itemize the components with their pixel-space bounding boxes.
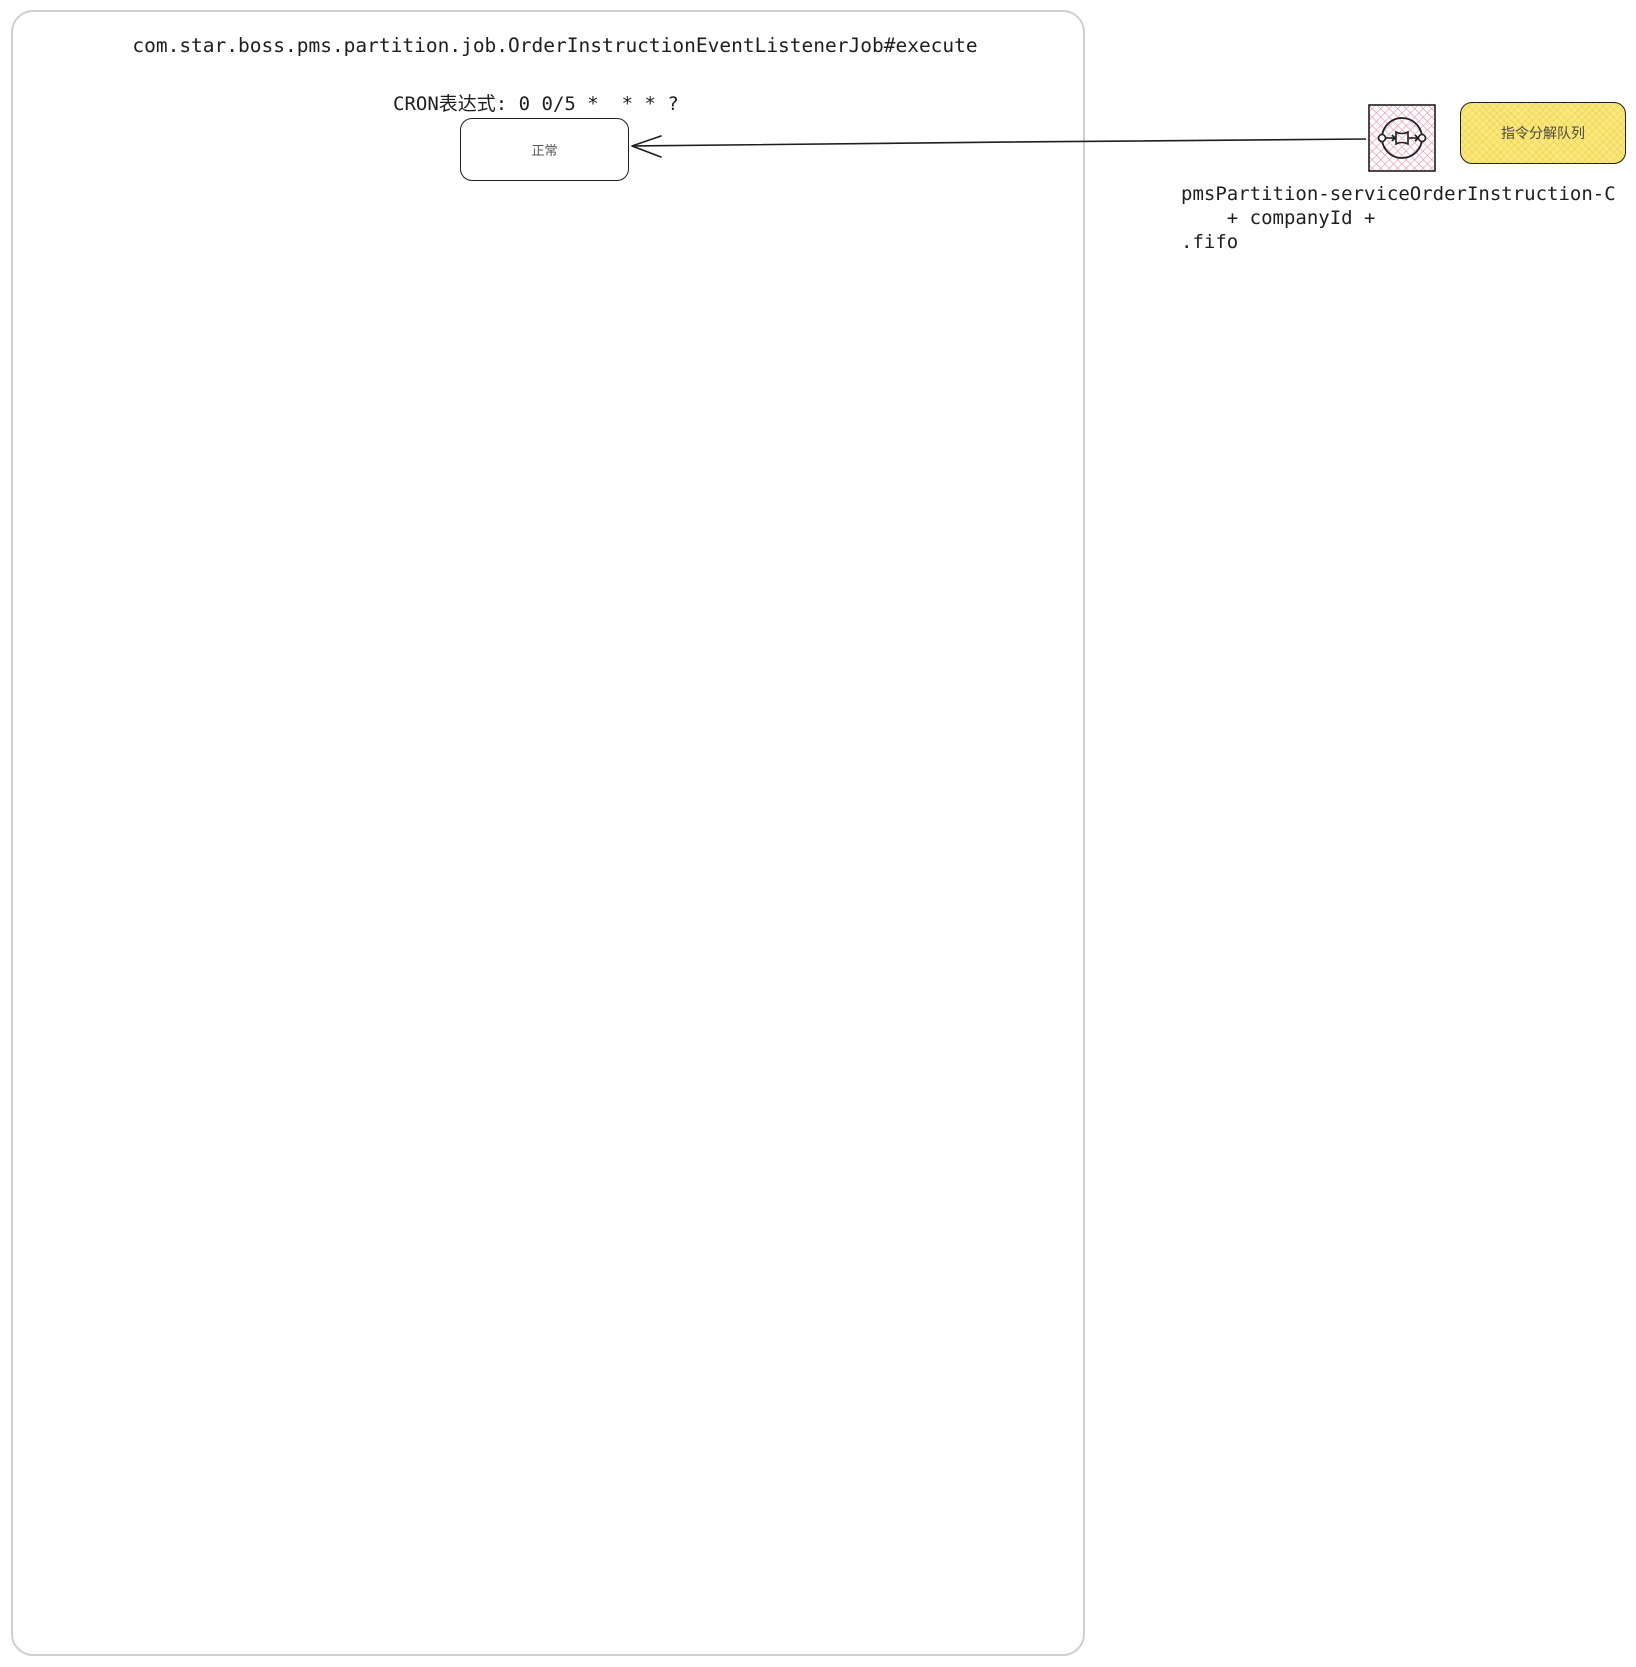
queue-node[interactable]: 指令分解队列 bbox=[1460, 102, 1626, 164]
status-node[interactable]: 正常 bbox=[460, 118, 629, 181]
queue-node-label: 指令分解队列 bbox=[1501, 126, 1585, 142]
queue-name-line: .fifo bbox=[1181, 231, 1239, 253]
queue-name-line: pmsPartition-serviceOrderInstruction-C bbox=[1181, 183, 1616, 205]
message-queue-icon[interactable] bbox=[1368, 104, 1436, 172]
status-node-label: 正常 bbox=[531, 144, 558, 159]
queue-name: pmsPartition-serviceOrderInstruction-C +… bbox=[1181, 182, 1616, 254]
job-container bbox=[11, 10, 1085, 1656]
queue-name-line: + companyId + bbox=[1181, 207, 1376, 229]
job-title: com.star.boss.pms.partition.job.OrderIns… bbox=[132, 34, 978, 57]
cron-expression: CRON表达式: 0 0/5 * * * ? bbox=[393, 93, 679, 115]
